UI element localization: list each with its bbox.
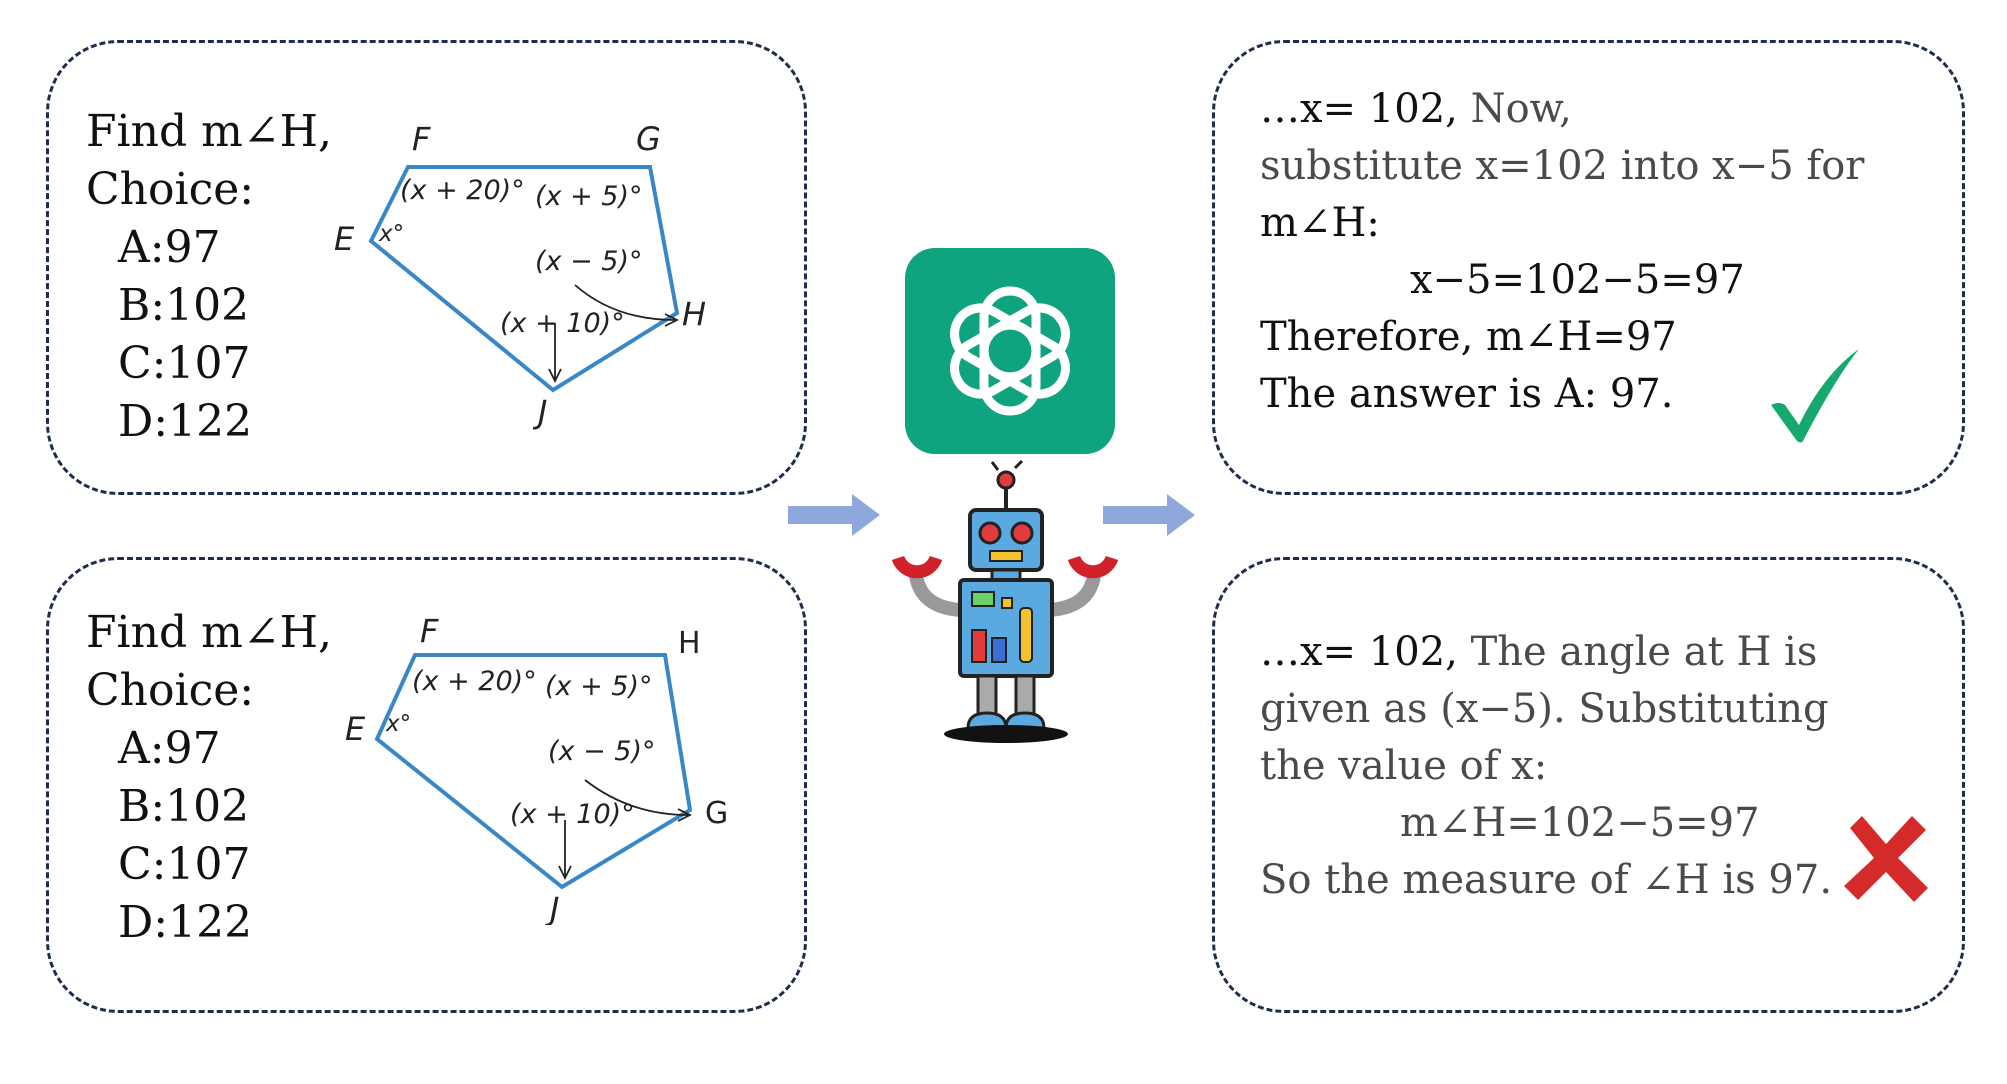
cross-icon [1844, 816, 1928, 902]
angle-g: (x + 5)° [535, 181, 643, 212]
choice-d: D:122 [118, 396, 253, 447]
question-text-top: Find m∠H, Choice: A:97 B:102 C:107 D:122 [86, 103, 332, 451]
question-box-top [46, 40, 807, 495]
answer-line5: So the measure of ∠H is 97. [1260, 857, 1833, 903]
arrow-right-icon [1103, 494, 1195, 536]
angle-j: (x + 10)° [500, 308, 625, 339]
question-text-bottom: Find m∠H, Choice: A:97 B:102 C:107 D:122 [86, 604, 332, 952]
vertex-e: E [334, 220, 355, 258]
vertex-j: J [532, 393, 547, 431]
angle-h: (x − 5)° [548, 736, 656, 767]
answer-box-wrong [1212, 557, 1965, 1013]
answer-line2: given as (x−5). Substituting [1260, 686, 1829, 732]
pentagon-figure-bottom: F H E G J (x + 20)° (x + 5)° x° (x − 5)°… [345, 615, 728, 925]
vertex-h: H [678, 626, 701, 661]
choice-d: D:122 [118, 897, 253, 948]
arrow-right-icon [788, 494, 880, 536]
choice-c: C:107 [118, 839, 251, 890]
answer-equation: m∠H=102−5=97 [1400, 800, 1760, 846]
question-prompt: Find m∠H, [86, 106, 333, 157]
answer-line1: The angle at H is [1470, 629, 1818, 675]
answer-line6: The answer is A: 97. [1260, 371, 1674, 417]
angle-e: x° [385, 711, 411, 737]
answer-text-wrong: …x= 102, The angle at H is given as (x−5… [1260, 624, 1832, 909]
vertex-g: G [705, 796, 728, 831]
choice-a: A:97 [118, 222, 221, 273]
vertex-f: F [420, 615, 439, 650]
question-prompt: Find m∠H, [86, 607, 333, 658]
angle-g: (x + 5)° [545, 671, 653, 702]
pentagon-figure-top: F G E H J (x + 20)° (x + 5)° x° (x − 5)°… [334, 120, 706, 431]
angle-e: x° [378, 221, 404, 247]
vertex-j: J [544, 890, 559, 925]
answer-line3: the value of x: [1260, 743, 1548, 789]
robot-icon [891, 459, 1119, 743]
vertex-e: E [345, 710, 366, 748]
angle-f: (x + 20)° [412, 666, 537, 697]
checkmark-icon [1771, 349, 1859, 443]
answer-text-correct: …x= 102, Now, substitute x=102 into x−5 … [1260, 81, 1864, 423]
angle-j: (x + 10)° [510, 799, 635, 830]
choice-c: C:107 [118, 338, 251, 389]
answer-line2: substitute x=102 into x−5 for [1260, 143, 1865, 189]
answer-lead: …x= 102, [1260, 86, 1458, 132]
choice-label: Choice: [86, 665, 255, 716]
vertex-f: F [412, 120, 431, 158]
chatgpt-logo-icon [905, 248, 1115, 454]
choice-b: B:102 [118, 280, 250, 331]
answer-lead: …x= 102, [1260, 629, 1458, 675]
angle-h: (x − 5)° [535, 246, 643, 277]
angle-f: (x + 20)° [400, 175, 525, 206]
answer-line5: Therefore, m∠H=97 [1260, 314, 1677, 360]
answer-box-correct [1212, 40, 1965, 495]
answer-line1: Now, [1470, 86, 1572, 132]
vertex-h: H [682, 295, 706, 333]
answer-line3: m∠H: [1260, 200, 1380, 246]
choice-b: B:102 [118, 781, 250, 832]
answer-equation: x−5=102−5=97 [1410, 257, 1745, 303]
vertex-g: G [636, 120, 661, 158]
question-box-bottom [46, 557, 807, 1013]
choice-a: A:97 [118, 723, 221, 774]
choice-label: Choice: [86, 164, 255, 215]
